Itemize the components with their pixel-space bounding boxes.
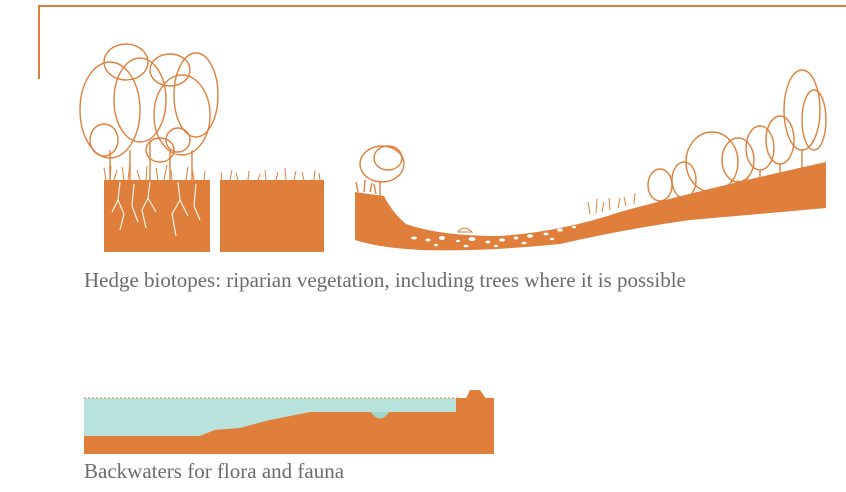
grass-tufts-left [104, 164, 205, 180]
riparian-cross-section [355, 162, 826, 250]
plain-soil-block [220, 168, 324, 252]
tree-crowns-left [80, 44, 218, 162]
caption-backwaters: Backwaters for flora and fauna [84, 456, 584, 486]
caption-hedge-biotopes: Hedge biotopes: riparian vegetation, inc… [84, 265, 804, 295]
hedge-soil-block-with-roots [104, 180, 210, 252]
backwater-cross-section [84, 388, 494, 454]
bank-shrub [356, 146, 404, 196]
